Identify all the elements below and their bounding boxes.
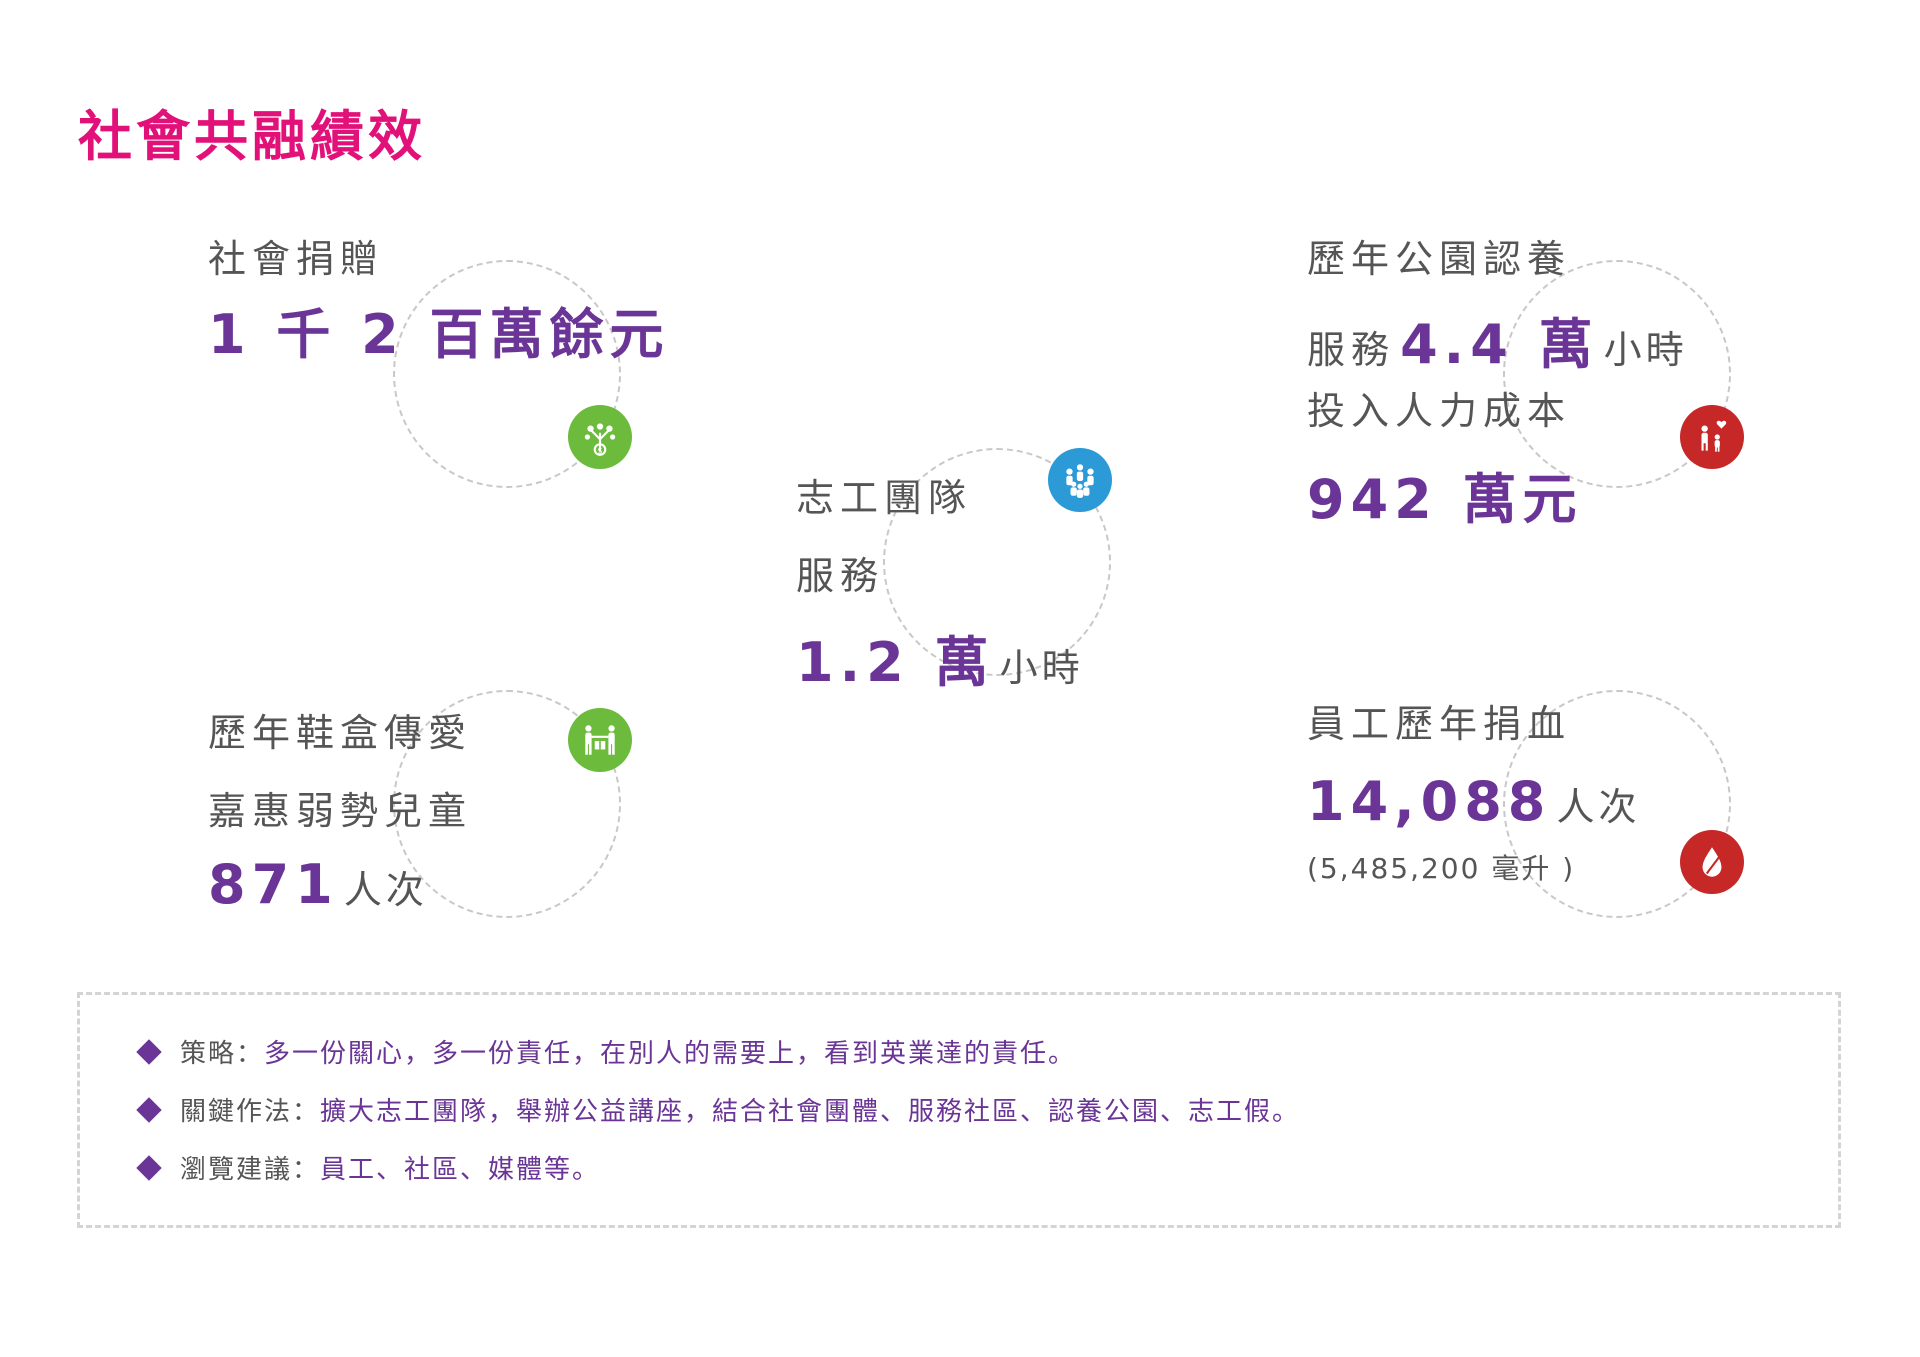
park-service-prefix: 服務 [1307,328,1396,372]
dashed-circle-park [1503,260,1731,488]
volunteer-value-line: 1.2 萬 小時 [796,618,1084,697]
diamond-bullet-icon [136,1096,162,1123]
shoebox-value-line: 871 人次 [208,853,428,916]
page-title: 社會共融績效 [78,105,426,168]
dashed-circle-donation [393,260,621,488]
blood-value: 14,088 [1307,770,1552,833]
svg-text:$: $ [597,445,602,455]
bullet-text: 擴大志工團隊，舉辦公益講座，結合社會團體、服務社區、認養公園、志工假。 [320,1097,1301,1127]
blood-label: 員工歷年捐血 [1307,702,1572,746]
park-service-line: 服務 4.4 萬 小時 [1307,300,1688,379]
family-heart-icon [1680,405,1744,469]
dashed-circle-blood [1503,690,1731,918]
park-service-unit: 小時 [1603,328,1688,372]
park-service-value: 4.4 萬 [1400,313,1599,376]
bullet-label: 關鍵作法： [180,1097,321,1127]
shoebox-label-2: 嘉惠弱勢兒童 [208,789,473,833]
blood-value-line: 14,088 人次 [1307,770,1641,833]
bullet-label: 瀏覽建議： [180,1155,321,1185]
bullet-row-strategy: 策略： 多一份關心，多一份責任，在別人的需要上，看到英業達的責任。 [134,1033,1076,1070]
park-cost-label: 投入人力成本 [1307,389,1572,433]
summary-box: 策略： 多一份關心，多一份責任，在別人的需要上，看到英業達的責任。 關鍵作法： … [77,992,1841,1228]
park-label: 歷年公園認養 [1307,237,1572,281]
blood-drop-icon [1680,830,1744,894]
diamond-bullet-icon [136,1038,162,1065]
donation-label: 社會捐贈 [208,237,385,281]
donation-value: 1 千 2 百萬餘元 [208,303,670,366]
money-tree-icon: $ [568,405,632,469]
volunteer-label-2: 服務 [796,554,885,598]
bullet-text: 員工、社區、媒體等。 [320,1155,601,1185]
shoebox-value: 871 [208,853,339,916]
park-cost-value: 942 萬元 [1307,468,1583,531]
bullet-text: 多一份關心，多一份責任，在別人的需要上，看到英業達的責任。 [264,1039,1077,1069]
dashed-circle-shoebox [393,690,621,918]
bullet-row-approach: 關鍵作法： 擴大志工團隊，舉辦公益講座，結合社會團體、服務社區、認養公園、志工假… [134,1091,1300,1128]
shoebox-unit: 人次 [343,868,428,912]
bullet-row-audience: 瀏覽建議： 員工、社區、媒體等。 [134,1149,600,1186]
blood-note: (5,485,200 毫升 ) [1307,852,1576,885]
dashed-circle-volunteer [883,448,1111,676]
diamond-bullet-icon [136,1154,162,1181]
shoebox-label-1: 歷年鞋盒傳愛 [208,711,473,755]
giving-hands-icon [568,708,632,772]
volunteer-value: 1.2 萬 [796,631,995,694]
volunteer-group-icon [1048,448,1112,512]
bullet-label: 策略： [180,1039,265,1069]
volunteer-unit: 小時 [999,646,1084,690]
volunteer-label-1: 志工團隊 [796,476,973,520]
blood-unit: 人次 [1556,785,1641,829]
